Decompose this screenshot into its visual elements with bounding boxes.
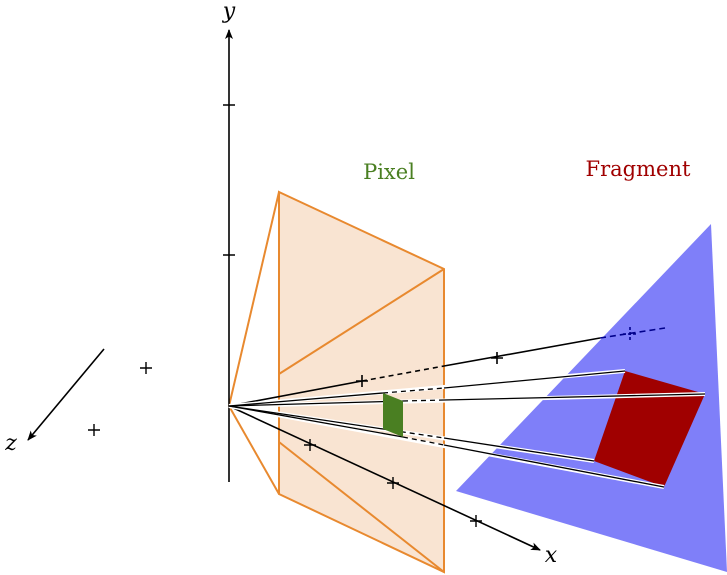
x-axis bbox=[228, 405, 541, 551]
fragment-quad bbox=[594, 371, 705, 487]
fragment-rays bbox=[228, 369, 706, 489]
view-ray bbox=[228, 327, 666, 407]
fragment-label: Fragment bbox=[586, 157, 691, 181]
frustum-edges bbox=[228, 191, 445, 573]
axis-ticks bbox=[88, 104, 482, 527]
z-axis bbox=[27, 348, 105, 441]
pixel-quad bbox=[383, 393, 403, 437]
z-axis-label: z bbox=[4, 431, 17, 456]
y-axis-label: y bbox=[222, 0, 236, 24]
x-axis-label: x bbox=[545, 543, 558, 568]
pixel-label: Pixel bbox=[363, 160, 415, 184]
